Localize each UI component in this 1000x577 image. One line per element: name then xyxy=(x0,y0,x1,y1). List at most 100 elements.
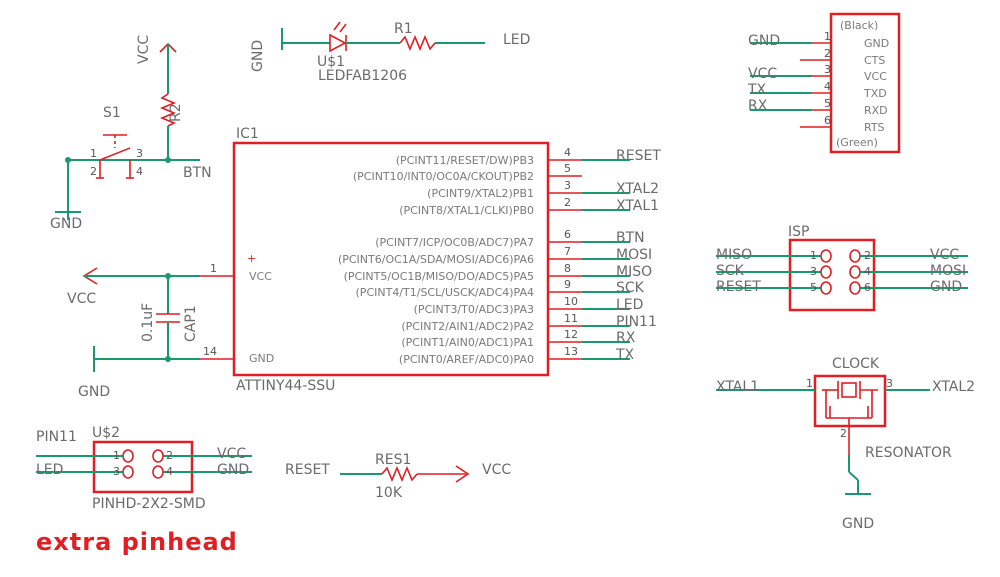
ic1-ref: IC1 xyxy=(236,126,259,142)
ic1-pin-num: 6 xyxy=(564,228,571,241)
r2-resistor-symbol xyxy=(159,93,177,127)
pinhead-num-4: 4 xyxy=(166,465,173,478)
ftdi-num-1: 1 xyxy=(824,30,831,43)
ftdi-pin-txd: TXD xyxy=(863,87,887,100)
ic1-net-label: XTAL2 xyxy=(616,181,659,197)
ic1-vcc-num: 1 xyxy=(210,262,217,275)
ic1-pin-num: 8 xyxy=(564,262,571,275)
svg-text:+: + xyxy=(247,252,256,265)
ic1-net-label: MISO xyxy=(616,264,652,280)
isp-right-2: GND xyxy=(930,279,962,295)
pinhead-num-3: 3 xyxy=(113,465,120,478)
ftdi-num-3: 3 xyxy=(824,63,831,76)
ic1-pin-num: 5 xyxy=(564,162,571,175)
ic1-net-label: SCK xyxy=(616,280,645,296)
ic1-pin-name: (PCINT1/AIN0/ADC1)PA1 xyxy=(401,336,534,349)
ic1-pin-name: (PCINT11/RESET/DW)PB3 xyxy=(396,154,534,167)
ic1-pin-name: (PCINT0/AREF/ADC0)PA0 xyxy=(399,353,534,366)
pinhead-num-2: 2 xyxy=(166,449,173,462)
ic1-pin-num: 2 xyxy=(564,196,571,209)
ic1-pin-num: 12 xyxy=(564,328,578,341)
clock-body xyxy=(813,374,887,428)
led-value: LEDFAB1206 xyxy=(318,68,407,84)
ic1-pin-num: 13 xyxy=(564,345,578,358)
ftdi-net-tx: TX xyxy=(747,82,767,98)
clock-pin-1: 1 xyxy=(806,377,813,390)
ftdi-header: (Black) (Green) GND CTS VCC TXD RXD RTS … xyxy=(747,12,901,154)
pinhead-right-1: GND xyxy=(217,462,249,478)
ftdi-pin-cts: CTS xyxy=(864,54,885,67)
led-net-label: LED xyxy=(503,32,530,48)
ic1-pin-num: 11 xyxy=(564,312,578,325)
clock-pin-2: 2 xyxy=(840,427,847,440)
ftdi-pin-rts: RTS xyxy=(864,121,885,134)
res1-resistor-symbol xyxy=(381,465,418,483)
ic1-pin-name: (PCINT4/T1/SCL/USCK/ADC4)PA4 xyxy=(356,286,534,299)
isp-left-0: MISO xyxy=(716,247,752,263)
ic1-net-label: LED xyxy=(616,297,643,313)
clock-pin-3: 3 xyxy=(886,377,893,390)
isp-left-1: SCK xyxy=(716,263,745,279)
clock-value: RESONATOR xyxy=(865,445,952,461)
ic1-net-label: XTAL1 xyxy=(616,198,659,214)
ic1-net-label: TX xyxy=(615,347,635,363)
ftdi-net-gnd: GND xyxy=(748,33,780,49)
ic1-gnd-pin: GND xyxy=(249,352,274,365)
ic1-net-label: RESET xyxy=(616,148,661,164)
res-left-net: RESET xyxy=(285,462,330,478)
ftdi-num-4: 4 xyxy=(824,80,831,93)
r2-ref: R2 xyxy=(168,103,184,122)
ftdi-pin-gnd: GND xyxy=(864,37,889,50)
pinhead-num-1: 1 xyxy=(113,449,120,462)
ic1-pin-name: (PCINT6/OC1A/SDA/MOSI/ADC6)PA6 xyxy=(338,253,534,266)
ic1-pin-num: 9 xyxy=(564,278,571,291)
isp-num-5: 5 xyxy=(810,281,817,294)
isp-header: ISP MISO SCK RESET VCC MOSI GND 1 3 5 2 … xyxy=(716,224,968,312)
ic1-net-label: PIN11 xyxy=(616,314,657,330)
ic1-net-label: RX xyxy=(616,330,636,346)
s1-pin-2: 2 xyxy=(90,165,97,178)
ftdi-num-6: 6 xyxy=(824,114,831,127)
ic1-pin-num: 10 xyxy=(564,295,578,308)
clock-right-net: XTAL2 xyxy=(932,379,975,395)
clock-gnd-label: GND xyxy=(842,516,874,532)
cap1-value: 0.1uF xyxy=(140,303,156,342)
ic1-net-label: BTN xyxy=(616,230,645,246)
isp-left-2: RESET xyxy=(716,279,761,295)
pinhead-left-1: LED xyxy=(36,462,63,478)
ic1-pin-num: 4 xyxy=(564,146,571,159)
led-gnd-label: GND xyxy=(250,40,266,72)
res1-ref: RES1 xyxy=(375,452,411,468)
extra-pinhead-caption: extra pinhead xyxy=(36,528,238,556)
s1-pin-4: 4 xyxy=(136,165,143,178)
ic1-pin-name: (PCINT8/XTAL1/CLKI)PB0 xyxy=(399,204,534,217)
pinhead-left-0: PIN11 xyxy=(36,429,77,445)
ftdi-body xyxy=(829,12,901,154)
ic1-net-label: MOSI xyxy=(616,247,652,263)
isp-num-2: 2 xyxy=(864,249,871,262)
ic1-gnd-num: 14 xyxy=(203,345,217,358)
r1-ref: R1 xyxy=(394,21,413,37)
ic1-pin-name: (PCINT5/OC1B/MISO/DO/ADC5)PA5 xyxy=(344,270,534,283)
pinhead-value: PINHD-2X2-SMD xyxy=(92,496,206,512)
isp-body xyxy=(788,238,876,312)
reset-pullup: RESET RES1 10K VCC xyxy=(285,452,511,501)
ic1-pin-name: (PCINT9/XTAL2)PB1 xyxy=(427,187,534,200)
ic1-value: ATTINY44-SSU xyxy=(236,378,335,394)
res-right-net: VCC xyxy=(482,462,511,478)
power-vcc-label: VCC xyxy=(67,291,96,307)
pinhead-ref: U$2 xyxy=(92,425,120,441)
r1-resistor-symbol xyxy=(399,34,436,52)
switch-gnd-label: GND xyxy=(50,216,82,232)
isp-num-3: 3 xyxy=(810,265,817,278)
ic1-pin-name: (PCINT3/T0/ADC3)PA3 xyxy=(414,303,534,316)
ftdi-pin-vcc: VCC xyxy=(864,70,887,83)
s1-pin-3: 3 xyxy=(136,147,143,160)
ic1-pin-name: (PCINT7/ICP/OC0B/ADC7)PA7 xyxy=(375,236,534,249)
led-ref: U$1 xyxy=(317,54,345,70)
ftdi-top-label: (Black) xyxy=(840,19,878,32)
extra-pinhead: U$2 PINHD-2X2-SMD PIN11 LED VCC GND 1 3 … xyxy=(36,425,252,512)
led-circuit: GND U$1 LEDFAB1206 R1 LED xyxy=(250,21,530,84)
